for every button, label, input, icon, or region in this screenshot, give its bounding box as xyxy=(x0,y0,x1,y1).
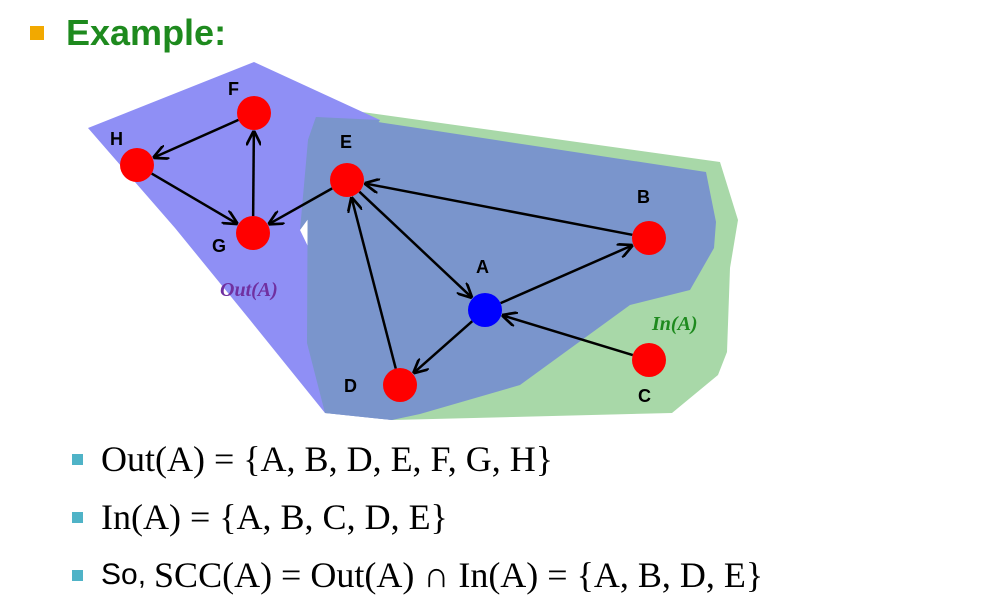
out-set-text: Out(A) = {A, B, D, E, F, G, H} xyxy=(101,439,553,479)
edge-e-to-a xyxy=(358,190,471,297)
out-region-label: Out(A) xyxy=(220,279,278,301)
graph-diagram: F H G E B A C D Out(A) In(A) xyxy=(88,62,738,420)
bullet-out: Out(A) = {A, B, D, E, F, G, H} xyxy=(72,430,763,488)
node-label-b: B xyxy=(637,187,650,207)
title-bullet-square xyxy=(30,26,44,40)
bullet-square xyxy=(72,453,83,465)
edge-c-to-a xyxy=(503,316,634,357)
node-label-e: E xyxy=(340,132,352,152)
edge-h-to-g xyxy=(151,172,237,224)
in-region-label: In(A) xyxy=(651,313,698,335)
node-f xyxy=(237,96,271,130)
edge-b-to-e xyxy=(366,184,633,237)
node-e xyxy=(330,163,364,197)
node-b xyxy=(632,221,666,255)
node-a xyxy=(468,293,502,327)
node-g xyxy=(236,216,270,250)
bullet-square xyxy=(72,569,83,581)
node-label-a: A xyxy=(476,257,489,277)
node-label-f: F xyxy=(228,79,239,99)
edge-e-to-g xyxy=(270,187,333,223)
bullet-in: In(A) = {A, B, C, D, E} xyxy=(72,488,763,546)
node-label-d: D xyxy=(344,376,357,396)
bullet-list: Out(A) = {A, B, D, E, F, G, H} In(A) = {… xyxy=(72,430,763,604)
edge-group xyxy=(151,118,634,373)
node-label-c: C xyxy=(638,386,651,406)
edge-f-to-h xyxy=(154,118,239,157)
node-label-h: H xyxy=(110,129,123,149)
slide-title: Example: xyxy=(66,12,227,53)
node-h xyxy=(120,148,154,182)
bullet-scc: So, SCC(A) = Out(A) ∩ In(A) = {A, B, D, … xyxy=(72,546,763,604)
node-c xyxy=(632,343,666,377)
scc-text: SCC(A) = Out(A) ∩ In(A) = {A, B, D, E} xyxy=(154,555,764,595)
node-d xyxy=(383,368,417,402)
edge-a-to-d xyxy=(414,320,474,372)
edge-d-to-e xyxy=(352,198,397,369)
slide-title-row: Example: xyxy=(30,8,226,58)
in-set-text: In(A) = {A, B, C, D, E} xyxy=(101,497,448,537)
edge-a-to-b xyxy=(500,246,632,305)
node-label-g: G xyxy=(212,236,226,256)
so-prefix-text: So, xyxy=(101,558,147,591)
bullet-square xyxy=(72,511,83,523)
edge-g-to-f xyxy=(253,132,254,217)
